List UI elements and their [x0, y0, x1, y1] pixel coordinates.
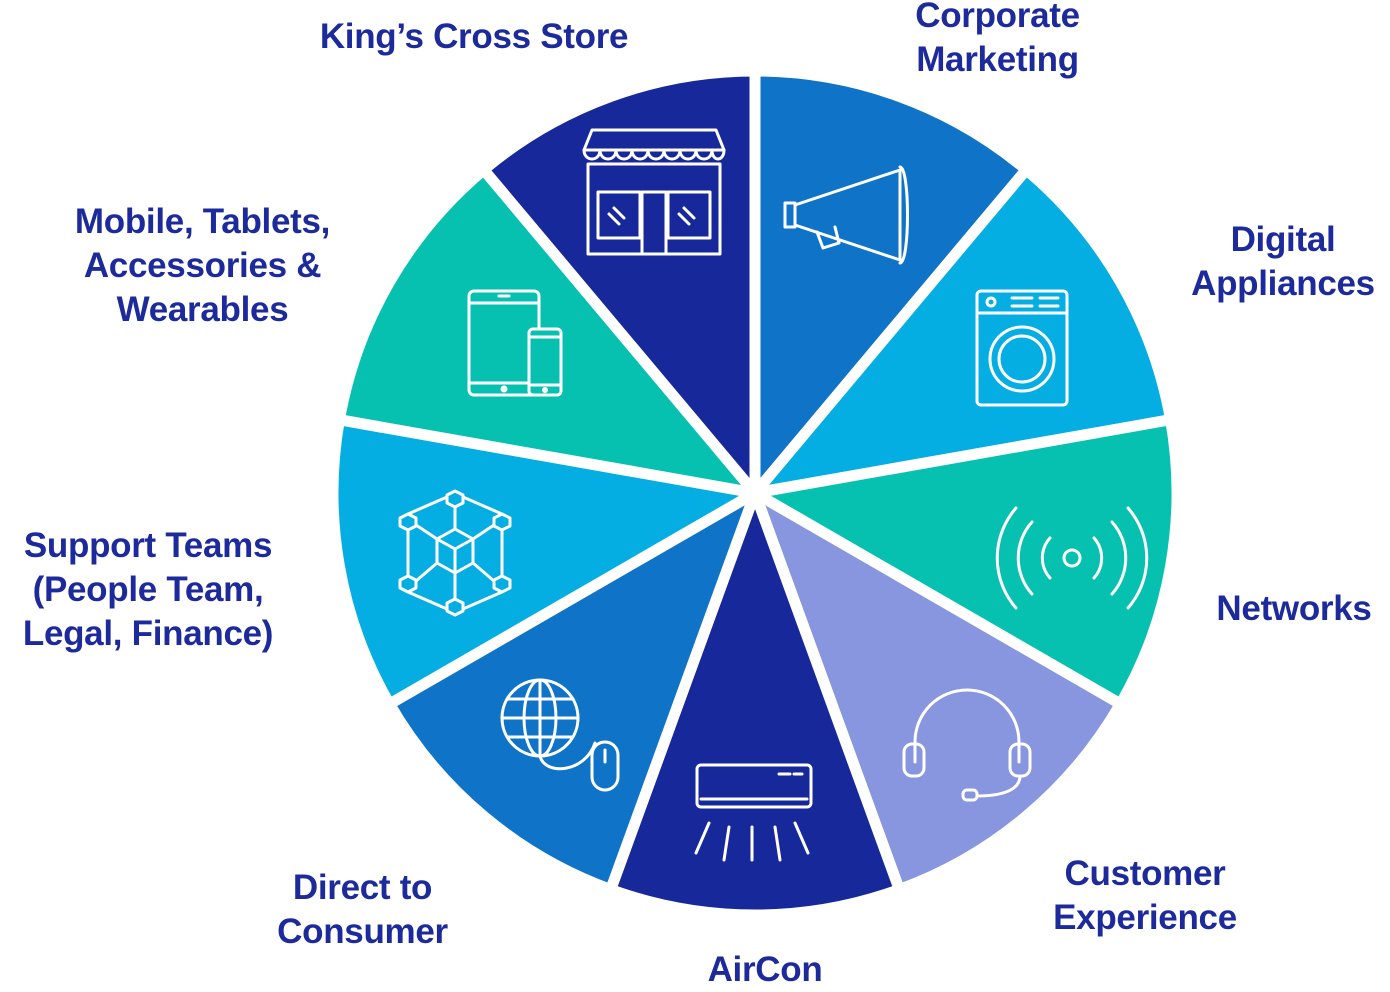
slice-customer-experience: [749, 487, 1126, 896]
label-mobile-tablets: Mobile, Tablets, Accessories & Wearables: [74, 202, 331, 329]
label-networks: Networks: [1216, 589, 1372, 628]
label-aircon: AirCon: [707, 950, 823, 989]
slice-digital-appliances: [749, 164, 1177, 499]
label-corporate-marketing: Corporate Marketing: [915, 0, 1080, 79]
storefront-icon: [582, 128, 726, 256]
air-conditioner-icon: [694, 763, 813, 862]
icons-group: [398, 128, 1149, 862]
slice-direct-to-consumer: [384, 487, 761, 896]
label-digital-appliances: Digital Appliances: [1191, 220, 1375, 303]
label-support-teams: Support Teams (People Team, Legal, Finan…: [22, 526, 274, 653]
signal-icon: [995, 506, 1149, 610]
label-direct-to-consumer: Direct to Consumer: [277, 868, 448, 951]
slice-kings-cross-store: [478, 65, 761, 499]
slice-aircon: [605, 487, 905, 921]
megaphone-icon: [783, 165, 909, 265]
slices-group: [327, 65, 1183, 921]
slice-support-teams: [327, 414, 761, 710]
network-cubes-icon: [398, 489, 512, 617]
globe-mouse-icon: [500, 678, 620, 792]
tablet-phone-icon: [467, 289, 563, 397]
label-customer-experience: Customer Experience: [1053, 854, 1237, 937]
headset-icon: [902, 688, 1032, 802]
washing-machine-icon: [975, 289, 1069, 407]
slice-networks: [749, 414, 1183, 710]
slice-corporate-marketing: [749, 65, 1032, 499]
label-kings-cross-store: King’s Cross Store: [319, 17, 629, 56]
